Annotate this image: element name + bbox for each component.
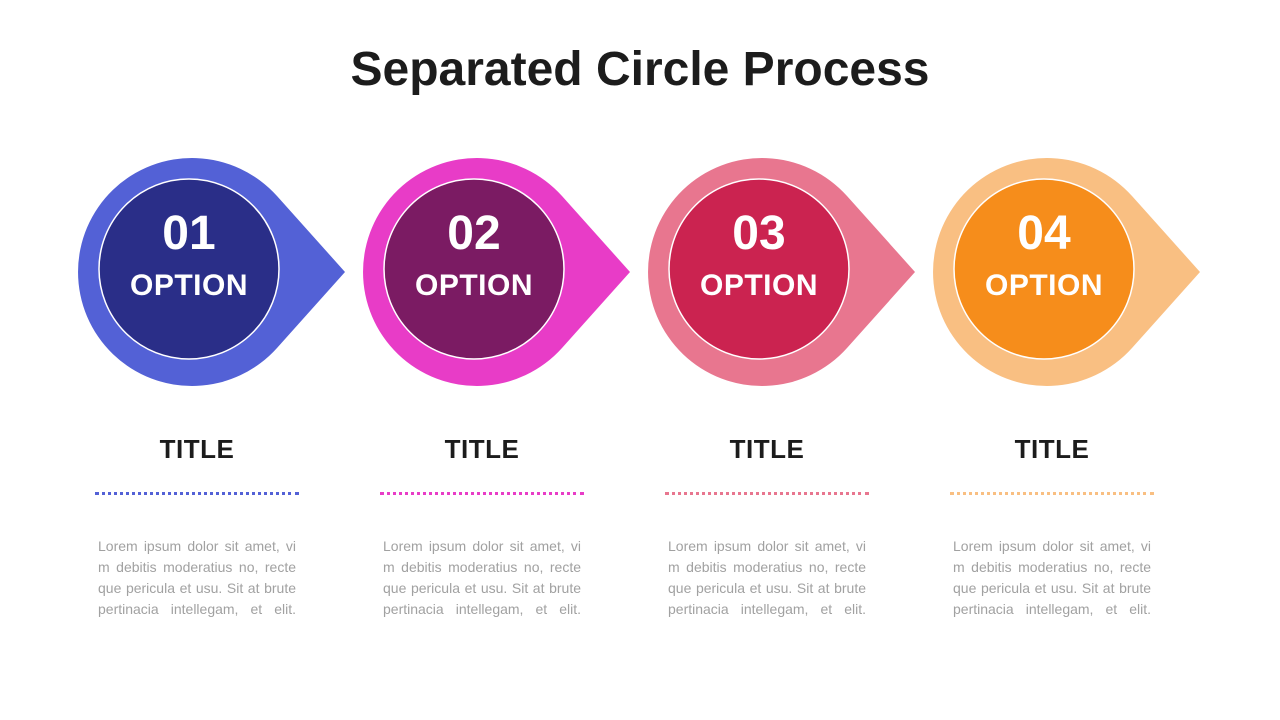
teardrop-shape-4: 04 OPTION xyxy=(933,158,1200,386)
process-step-2: 02 OPTION TITLE Lorem ipsum dolor sit am… xyxy=(363,158,630,620)
teardrop-shape-1: 01 OPTION xyxy=(78,158,345,386)
teardrop-icon xyxy=(363,158,630,386)
step-description: Lorem ipsum dolor sit amet, vi m debitis… xyxy=(383,538,581,617)
teardrop-icon xyxy=(78,158,345,386)
teardrop-shape-3: 03 OPTION xyxy=(648,158,915,386)
step-title: TITLE xyxy=(444,434,520,464)
step-text-block-4: TITLE Lorem ipsum dolor sit amet, vi m d… xyxy=(950,434,1154,620)
inner-circle xyxy=(98,178,280,360)
dotted-divider xyxy=(665,492,869,495)
step-description: Lorem ipsum dolor sit amet, vi m debitis… xyxy=(953,538,1151,617)
process-step-4: 04 OPTION TITLE Lorem ipsum dolor sit am… xyxy=(933,158,1200,620)
step-description: Lorem ipsum dolor sit amet, vi m debitis… xyxy=(98,538,296,617)
teardrop-icon xyxy=(933,158,1200,386)
inner-circle xyxy=(668,178,850,360)
step-text-block-2: TITLE Lorem ipsum dolor sit amet, vi m d… xyxy=(380,434,584,620)
step-description: Lorem ipsum dolor sit amet, vi m debitis… xyxy=(668,538,866,617)
page-title: Separated Circle Process xyxy=(350,43,930,96)
step-title: TITLE xyxy=(1014,434,1090,464)
dotted-divider xyxy=(950,492,1154,495)
teardrop-shape-2: 02 OPTION xyxy=(363,158,630,386)
dotted-divider xyxy=(380,492,584,495)
step-title: TITLE xyxy=(159,434,235,464)
process-step-1: 01 OPTION TITLE Lorem ipsum dolor sit am… xyxy=(78,158,345,620)
dotted-divider xyxy=(95,492,299,495)
step-text-block-1: TITLE Lorem ipsum dolor sit amet, vi m d… xyxy=(95,434,299,620)
teardrop-icon xyxy=(648,158,915,386)
step-text-block-3: TITLE Lorem ipsum dolor sit amet, vi m d… xyxy=(665,434,869,620)
step-title: TITLE xyxy=(729,434,805,464)
inner-circle xyxy=(383,178,565,360)
process-step-3: 03 OPTION TITLE Lorem ipsum dolor sit am… xyxy=(648,158,915,620)
inner-circle xyxy=(953,178,1135,360)
